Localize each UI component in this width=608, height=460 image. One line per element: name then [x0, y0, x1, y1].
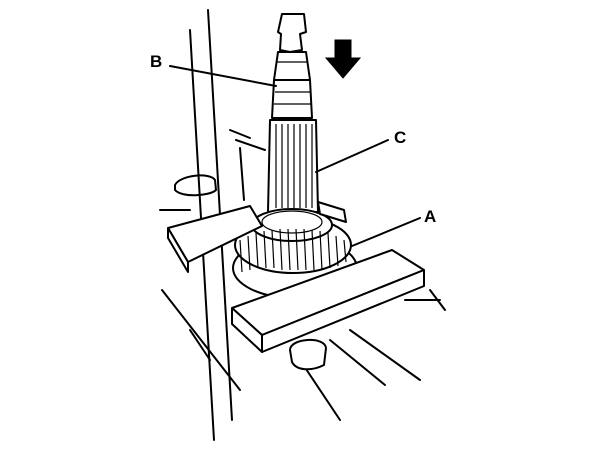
callout-b: B — [150, 52, 162, 71]
leader-lines — [169, 65, 421, 247]
callout-c: C — [394, 128, 406, 147]
support-base — [289, 339, 327, 371]
splined-shaft-c — [267, 119, 319, 213]
down-arrow-icon — [324, 39, 362, 79]
callout-a: A — [424, 207, 436, 226]
gear-a — [232, 208, 358, 299]
press-plates — [167, 201, 425, 353]
shaft-b — [271, 13, 313, 119]
press-frame — [159, 9, 446, 441]
